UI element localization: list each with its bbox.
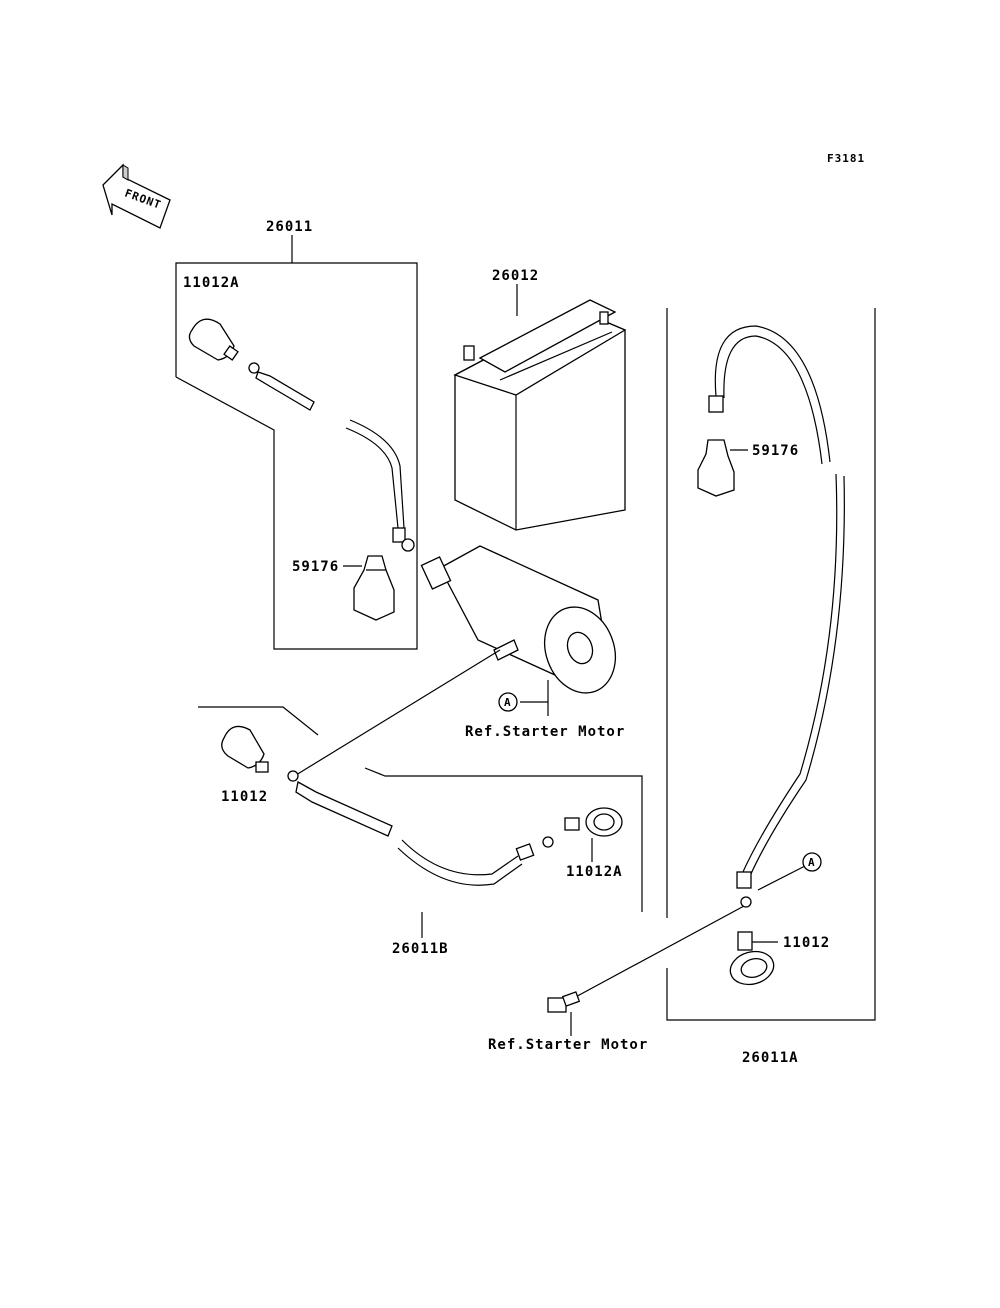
- battery-26012: [453, 284, 627, 531]
- terminal-cap-11012-right: [729, 931, 775, 986]
- label-26012: 26012: [492, 268, 539, 284]
- terminal-cap-11012A-top: [188, 318, 239, 361]
- cable-assembly-bracket: [175, 235, 418, 650]
- figure-id: F3181: [827, 152, 865, 165]
- label-26011: 26011: [266, 219, 313, 235]
- label-11012A-bottom: 11012A: [566, 864, 623, 880]
- starter-motor: [420, 545, 616, 694]
- label-59176-left: 59176: [292, 559, 339, 575]
- terminal-cap-11012-left: [221, 725, 269, 773]
- marker-a-2: [802, 852, 822, 872]
- label-26011B: 26011B: [392, 941, 449, 957]
- terminal-cap-11012A-bottom: [564, 807, 623, 837]
- cable-26011A: [708, 325, 845, 908]
- label-11012-right: 11012: [783, 935, 830, 951]
- label-26011A: 26011A: [742, 1050, 799, 1066]
- battery-cable-top: [248, 362, 415, 552]
- terminal-boot-59176-left: [353, 555, 395, 621]
- front-arrow-icon: FRONT: [102, 163, 171, 229]
- ref-starter-motor-2: Ref.Starter Motor: [488, 1037, 648, 1053]
- marker-a-2-label: A: [808, 856, 816, 869]
- label-11012-left: 11012: [221, 789, 268, 805]
- marker-a-1: [498, 692, 518, 712]
- label-11012A-top: 11012A: [183, 275, 240, 291]
- cable-26011B: [287, 770, 554, 886]
- terminal-boot-59176-right: [697, 439, 735, 497]
- bolt: [547, 991, 581, 1013]
- label-59176-right: 59176: [752, 443, 799, 459]
- marker-a-1-label: A: [504, 696, 512, 709]
- ref-starter-motor-1: Ref.Starter Motor: [465, 724, 625, 740]
